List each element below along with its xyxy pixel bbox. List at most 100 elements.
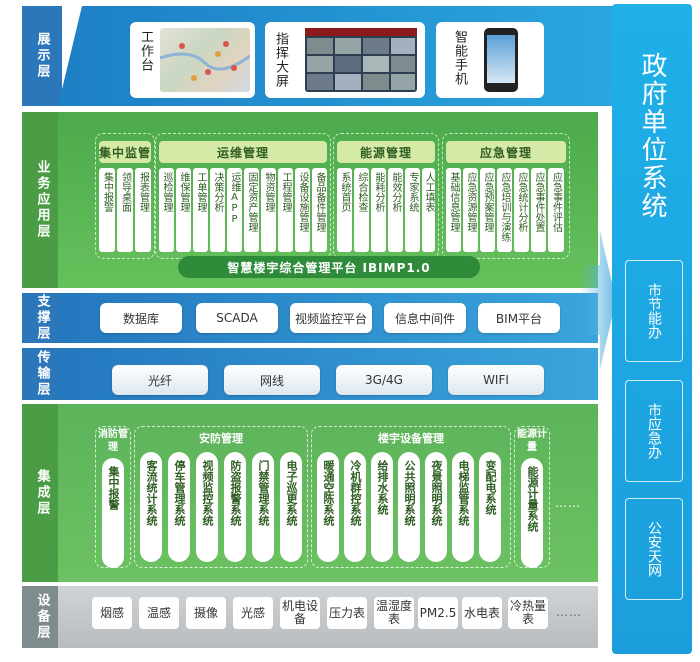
- display-card-workbench-label: 工作台: [138, 30, 153, 72]
- integration-item: 电子巡更系统: [280, 452, 302, 562]
- group-central-monitoring-title: 集中监管: [99, 141, 151, 163]
- integration-item: 变配电系统: [479, 452, 501, 562]
- video-wall-grid-icon: [305, 28, 417, 90]
- business-item: 人工填表: [422, 168, 435, 252]
- layer-label-transport: 传输层: [22, 348, 62, 400]
- integration-ellipsis: ……: [555, 496, 581, 510]
- business-item: 物资管理: [261, 168, 276, 252]
- device-item: 温感: [139, 597, 179, 629]
- device-item: PM2.5: [418, 597, 458, 629]
- map-thumbnail: [159, 28, 251, 92]
- integration-item: 视频监控系统: [196, 452, 218, 562]
- business-item: 报表管理: [135, 168, 151, 252]
- smartphone-screen: [487, 35, 515, 83]
- layer-label-display-text: 展示层: [34, 32, 50, 80]
- display-card-command-screen: 指挥大屏: [265, 22, 425, 98]
- integration-item: 冷机群控系统: [344, 452, 366, 562]
- business-item: 巡检管理: [159, 168, 174, 252]
- smartphone-icon: [484, 28, 518, 92]
- support-item-scada: SCADA: [196, 303, 278, 333]
- layer-label-integration-text: 集成层: [34, 469, 50, 517]
- layer-label-display: 展示层: [22, 6, 62, 106]
- layer-label-integration: 集成层: [22, 404, 62, 582]
- gov-item-police-skynet: 公安天网: [625, 498, 683, 600]
- business-item: 能耗分析: [371, 168, 386, 252]
- support-item-database: 数据库: [100, 303, 182, 333]
- integration-item: 集中报警: [102, 458, 124, 568]
- business-item: 应急事件评估: [548, 168, 564, 252]
- device-item: 水电表: [462, 597, 502, 629]
- support-item-bim-platform: BIM平台: [478, 303, 560, 333]
- group-building-equipment-title: 楼宇设备管理: [378, 432, 444, 445]
- business-item: 集中报警: [99, 168, 115, 252]
- device-ellipsis: ……: [556, 605, 582, 619]
- integration-item: 门禁管理系统: [252, 452, 274, 562]
- display-card-workbench: 工作台: [130, 22, 255, 98]
- layer-label-business: 业务应用层: [22, 112, 62, 288]
- business-item: 能效分析: [388, 168, 403, 252]
- integration-item: 防盗报警系统: [224, 452, 246, 562]
- business-item: 应急培训与演练: [497, 168, 512, 252]
- layer-label-device-text: 设备层: [34, 593, 50, 641]
- group-central-monitoring: [95, 133, 155, 259]
- integration-item: 电梯监管系统: [452, 452, 474, 562]
- platform-banner: 智慧楼宇综合管理平台 IBIMP1.0: [178, 256, 480, 278]
- business-item: 维保管理: [176, 168, 191, 252]
- business-item: 工单管理: [193, 168, 208, 252]
- transport-item-wifi: WIFI: [448, 365, 544, 395]
- group-security-title: 安防管理: [199, 432, 243, 445]
- business-item: 应急事件处置: [531, 168, 546, 252]
- device-item: 烟感: [92, 597, 132, 629]
- display-card-smartphone: 智能手机: [436, 22, 544, 98]
- business-item: 领导桌面: [117, 168, 133, 252]
- group-fire-title: 消防管理: [98, 429, 128, 453]
- group-emergency-title: 应急管理: [446, 141, 566, 163]
- layer-label-support-text: 支撑层: [34, 294, 50, 342]
- business-item: 工程管理: [278, 168, 293, 252]
- gov-item-emergency-office: 市应急办: [625, 380, 683, 482]
- integration-item: 公共照明系统: [398, 452, 420, 562]
- business-item: 固定资产管理: [244, 168, 259, 252]
- government-title: 政府单位系统: [637, 52, 667, 220]
- business-item: 决策分析: [210, 168, 225, 252]
- transport-item-fiber: 光纤: [112, 365, 208, 395]
- device-item: 摄像: [186, 597, 226, 629]
- support-item-middleware: 信息中间件: [384, 303, 466, 333]
- integration-item: 停车管理系统: [168, 452, 190, 562]
- group-operations-title: 运维管理: [159, 141, 327, 163]
- business-item: 基础信息管理: [446, 168, 461, 252]
- group-building-equipment: [311, 426, 511, 568]
- integration-item: 暖通空陈系统: [317, 452, 339, 562]
- layer-label-transport-text: 传输层: [34, 350, 50, 398]
- transport-item-mobile: 3G/4G: [336, 365, 432, 395]
- support-item-video-platform: 视频监控平台: [290, 303, 372, 333]
- business-item: 备品备件管理: [312, 168, 327, 252]
- integration-item: 夜景照明系统: [425, 452, 447, 562]
- device-item: 光感: [233, 597, 273, 629]
- integration-item: 给排水系统: [371, 452, 393, 562]
- business-item: 综合检查: [354, 168, 369, 252]
- device-item: 温湿度表: [374, 597, 414, 629]
- business-item: 应急资源管理: [463, 168, 478, 252]
- integration-item: 能源计量系统: [521, 458, 543, 568]
- group-emergency: [442, 133, 570, 259]
- business-item: 专家系统: [405, 168, 420, 252]
- device-item: 机电设备: [280, 597, 320, 629]
- business-item: 设备设施管理: [295, 168, 310, 252]
- layer-label-business-text: 业务应用层: [34, 160, 50, 240]
- layer-label-support: 支撑层: [22, 293, 62, 343]
- device-item: 冷热量表: [508, 597, 548, 629]
- transport-item-cable: 网线: [224, 365, 320, 395]
- device-item: 压力表: [327, 597, 367, 629]
- display-card-smartphone-label: 智能手机: [452, 30, 467, 86]
- video-wall-thumbnail: [305, 28, 417, 92]
- business-item: 运维APP: [227, 168, 242, 252]
- group-energy-metering-title: 能源计量: [517, 429, 547, 453]
- business-item: 应急统计分析: [514, 168, 529, 252]
- gov-item-energy-office: 市节能办: [625, 260, 683, 362]
- group-energy-title: 能源管理: [337, 141, 435, 163]
- display-card-command-screen-label: 指挥大屏: [273, 32, 288, 88]
- map-markers-icon: [159, 41, 251, 81]
- business-item: 应急预案管理: [480, 168, 495, 252]
- integration-item: 客流统计系统: [140, 452, 162, 562]
